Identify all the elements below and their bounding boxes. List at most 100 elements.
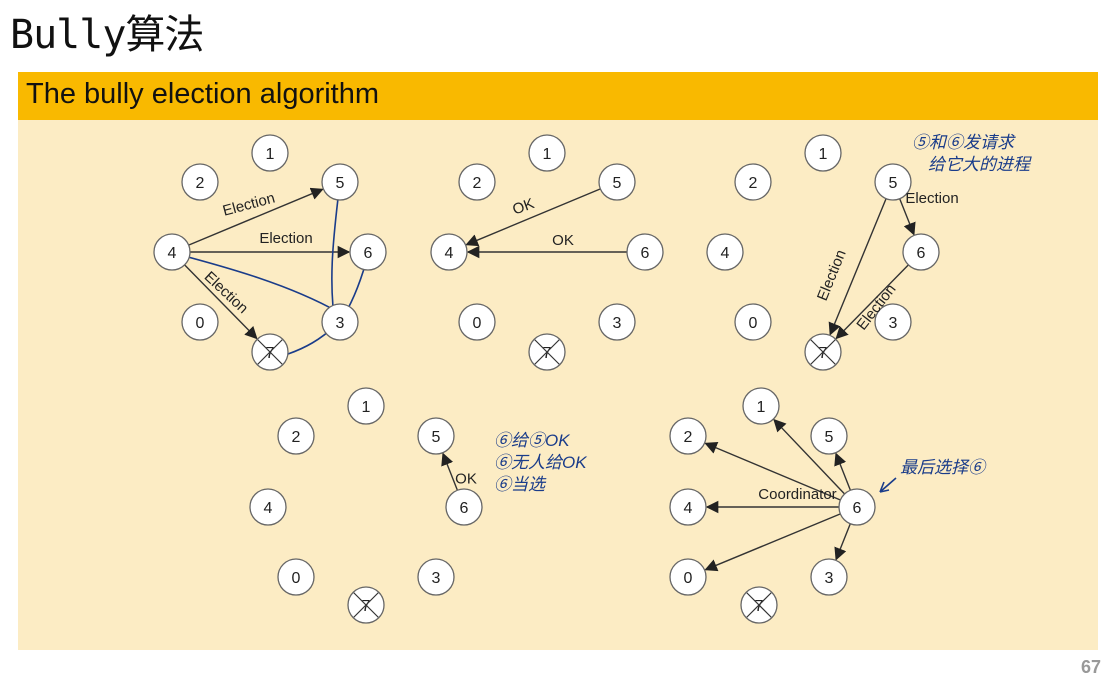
svg-text:0: 0 bbox=[749, 315, 758, 332]
svg-text:1: 1 bbox=[819, 146, 828, 163]
svg-text:2: 2 bbox=[749, 175, 758, 192]
process-node-step-5-5: 5 bbox=[810, 417, 848, 455]
svg-text:2: 2 bbox=[196, 175, 205, 192]
process-node-step-3-2: 2 bbox=[734, 163, 772, 201]
process-node-step-3-6: 6 bbox=[902, 233, 940, 271]
message-arrow-step-2-5-to-4 bbox=[465, 188, 601, 247]
svg-text:1: 1 bbox=[362, 399, 371, 416]
process-node-step-4-6: 6 bbox=[445, 488, 483, 526]
svg-text:6: 6 bbox=[641, 245, 650, 262]
svg-text:5: 5 bbox=[613, 175, 622, 192]
process-node-step-1-7: 7 bbox=[251, 333, 289, 371]
annotation-step-4-line-3: ⑥当选 bbox=[494, 475, 547, 494]
process-node-step-3-1: 1 bbox=[804, 134, 842, 172]
svg-text:1: 1 bbox=[266, 146, 275, 163]
process-node-step-5-0: 0 bbox=[669, 558, 707, 596]
annotation-step-5-line-1: 最后选择⑥ bbox=[900, 458, 988, 477]
process-node-step-5-2: 2 bbox=[669, 417, 707, 455]
message-arrow-step-5-6-to-2 bbox=[704, 441, 841, 501]
svg-text:7: 7 bbox=[819, 345, 828, 362]
panel-title: The bully election algorithm bbox=[26, 78, 380, 110]
process-node-step-1-0: 0 bbox=[181, 303, 219, 341]
process-node-step-1-1: 1 bbox=[251, 134, 289, 172]
annotation-step-4-line-2: ⑥无人给OK bbox=[494, 453, 587, 472]
message-arrow-step-5-6-to-0 bbox=[704, 513, 841, 572]
svg-text:0: 0 bbox=[196, 315, 205, 332]
message-arrow-step-3-5-to-7 bbox=[828, 198, 887, 336]
process-node-step-3-5: 5 bbox=[874, 163, 912, 201]
process-node-step-3-3: 3 bbox=[874, 303, 912, 341]
svg-text:0: 0 bbox=[473, 315, 482, 332]
svg-text:2: 2 bbox=[473, 175, 482, 192]
message-label-step-4-6-to-5: OK bbox=[455, 471, 477, 488]
annotation-step-3-line-2: 给它大的进程 bbox=[928, 155, 1032, 174]
message-label-step-2-6-to-4: OK bbox=[552, 232, 574, 249]
process-node-step-2-4: 4 bbox=[430, 233, 468, 271]
annotation-step-3-line-1: ⑤和⑥发请求 bbox=[912, 133, 1016, 152]
message-label-step-3-5-to-7: Election bbox=[814, 247, 850, 303]
svg-text:4: 4 bbox=[684, 500, 693, 517]
process-node-step-2-0: 0 bbox=[458, 303, 496, 341]
svg-text:7: 7 bbox=[755, 598, 764, 615]
process-node-step-2-1: 1 bbox=[528, 134, 566, 172]
process-node-step-3-4: 4 bbox=[706, 233, 744, 271]
message-arrow-step-1-4-to-7 bbox=[184, 264, 258, 340]
process-node-step-1-5: 5 bbox=[321, 163, 359, 201]
svg-text:3: 3 bbox=[336, 315, 345, 332]
process-node-step-5-6: 6 bbox=[838, 488, 876, 526]
svg-text:0: 0 bbox=[684, 570, 693, 587]
process-node-step-5-4: 4 bbox=[669, 488, 707, 526]
panel-header: The bully election algorithm bbox=[18, 72, 1098, 120]
svg-text:7: 7 bbox=[266, 345, 275, 362]
process-node-step-3-7: 7 bbox=[804, 333, 842, 371]
process-node-step-4-1: 1 bbox=[347, 387, 385, 425]
process-node-step-2-6: 6 bbox=[626, 233, 664, 271]
page-number: 67 bbox=[1080, 657, 1101, 677]
process-node-step-2-2: 2 bbox=[458, 163, 496, 201]
process-node-step-5-1: 1 bbox=[742, 387, 780, 425]
svg-text:1: 1 bbox=[757, 399, 766, 416]
ink-stroke-4-3 bbox=[172, 252, 339, 313]
message-label-step-1-4-to-6: Election bbox=[259, 230, 312, 247]
message-arrow-step-3-6-to-7 bbox=[835, 264, 909, 340]
message-label-step-1-4-to-5: Election bbox=[221, 190, 277, 220]
process-node-step-4-3: 3 bbox=[417, 558, 455, 596]
svg-text:4: 4 bbox=[721, 245, 730, 262]
process-node-step-2-3: 3 bbox=[598, 303, 636, 341]
process-node-step-4-5: 5 bbox=[417, 417, 455, 455]
svg-text:3: 3 bbox=[613, 315, 622, 332]
svg-text:3: 3 bbox=[825, 570, 834, 587]
svg-text:0: 0 bbox=[292, 570, 301, 587]
message-arrow-step-3-5-to-6 bbox=[899, 198, 916, 236]
message-label-step-5-6-to-4: Coordinator bbox=[758, 486, 836, 503]
process-node-step-2-7: 7 bbox=[528, 333, 566, 371]
slide-title: Bully算法 bbox=[10, 12, 204, 58]
svg-text:6: 6 bbox=[917, 245, 926, 262]
message-arrow-step-5-6-to-5 bbox=[834, 452, 852, 491]
process-node-step-4-0: 0 bbox=[277, 558, 315, 596]
message-arrow-step-5-6-to-1 bbox=[773, 418, 846, 495]
svg-text:4: 4 bbox=[264, 500, 273, 517]
svg-text:5: 5 bbox=[336, 175, 345, 192]
process-node-step-4-7: 7 bbox=[347, 586, 385, 624]
svg-text:4: 4 bbox=[445, 245, 454, 262]
process-node-step-1-3: 3 bbox=[321, 303, 359, 341]
svg-text:3: 3 bbox=[432, 570, 441, 587]
message-label-step-2-5-to-4: OK bbox=[510, 195, 536, 218]
message-arrow-step-4-6-to-5 bbox=[441, 452, 459, 491]
message-arrows bbox=[184, 187, 916, 572]
process-node-step-5-7: 7 bbox=[740, 586, 778, 624]
ink-pointer-arrow bbox=[879, 477, 897, 493]
svg-text:6: 6 bbox=[460, 500, 469, 517]
svg-text:4: 4 bbox=[168, 245, 177, 262]
svg-text:2: 2 bbox=[292, 429, 301, 446]
svg-text:2: 2 bbox=[684, 429, 693, 446]
svg-text:1: 1 bbox=[543, 146, 552, 163]
svg-text:5: 5 bbox=[432, 429, 441, 446]
process-node-step-5-3: 3 bbox=[810, 558, 848, 596]
svg-text:7: 7 bbox=[543, 345, 552, 362]
process-node-step-2-5: 5 bbox=[598, 163, 636, 201]
